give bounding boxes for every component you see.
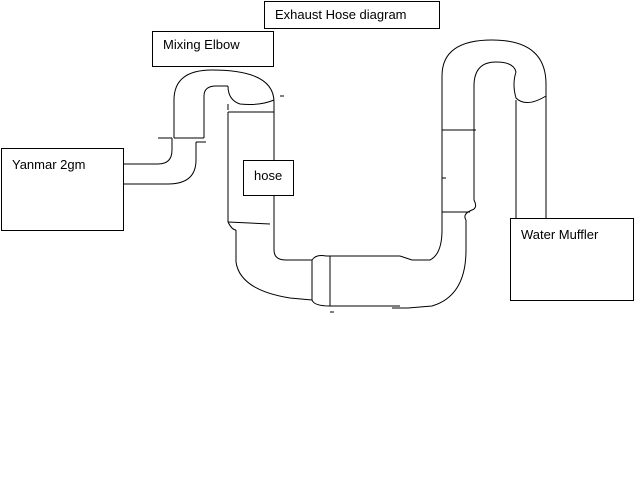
mixing-elbow-label: Mixing Elbow	[152, 31, 274, 67]
engine-exhaust-pipe	[124, 137, 206, 185]
rising-hose	[407, 39, 547, 309]
hose-label: hose	[243, 160, 294, 196]
diagram-title: Exhaust Hose diagram	[264, 1, 440, 29]
water-muffler-box: Water Muffler	[510, 218, 634, 301]
mixing-elbow-shape	[173, 69, 284, 139]
hose-coupling	[311, 255, 413, 313]
engine-box: Yanmar 2gm	[1, 148, 124, 231]
exhaust-hose	[227, 112, 313, 301]
